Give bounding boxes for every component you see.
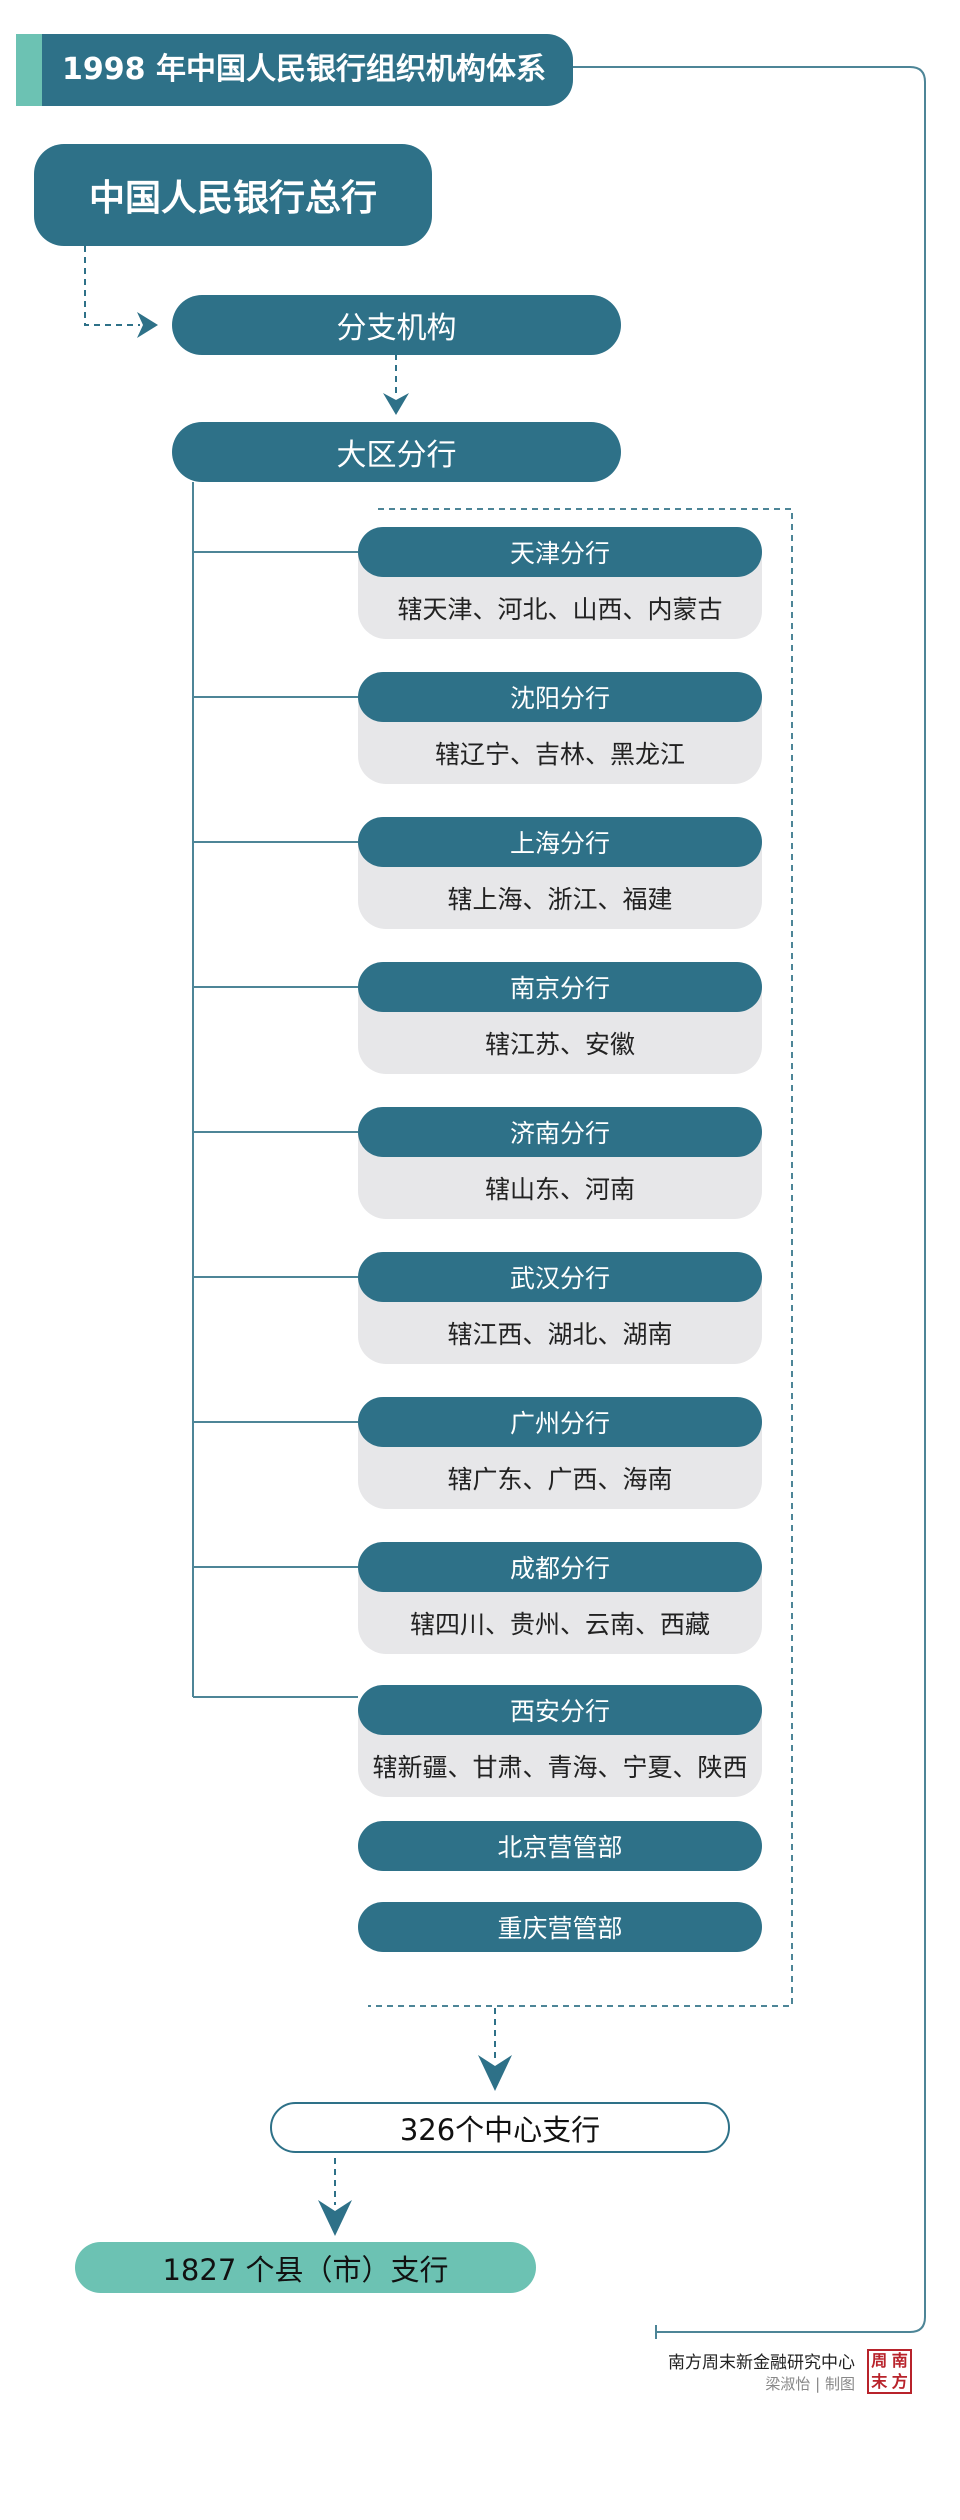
branch-name: 西安分行 bbox=[358, 1685, 762, 1735]
branch-name: 广州分行 bbox=[358, 1397, 762, 1447]
branch-jurisdiction: 辖天津、河北、山西、内蒙古 bbox=[397, 595, 723, 624]
branch-name: 武汉分行 bbox=[358, 1252, 762, 1302]
branch-name: 济南分行 bbox=[358, 1107, 762, 1157]
chongqing-office-node: 重庆营管部 bbox=[358, 1902, 762, 1952]
branch-jurisdiction: 辖江苏、安徽 bbox=[484, 1030, 635, 1059]
branch-card-chengdu: 成都分行 辖四川、贵州、云南、西藏 bbox=[358, 1542, 762, 1654]
branch-name: 沈阳分行 bbox=[358, 672, 762, 722]
page-title: 1998 年中国人民银行组织机构体系 bbox=[62, 52, 546, 87]
seal-char: 末 bbox=[871, 2371, 888, 2391]
branch-jurisdiction: 辖辽宁、吉林、黑龙江 bbox=[434, 740, 685, 769]
branch-jurisdiction: 辖山东、河南 bbox=[484, 1175, 635, 1204]
regional-branches-node: 大区分行 bbox=[172, 422, 621, 482]
branch-card-shenyang: 沈阳分行 辖辽宁、吉林、黑龙江 bbox=[358, 672, 762, 784]
branch-jurisdiction: 辖江西、湖北、湖南 bbox=[447, 1320, 673, 1349]
branch-jurisdiction: 辖新疆、甘肃、青海、宁夏、陕西 bbox=[372, 1753, 748, 1782]
seal-char: 南 bbox=[891, 2351, 908, 2371]
headquarters-node: 中国人民银行总行 bbox=[34, 144, 432, 246]
seal-char: 周 bbox=[871, 2351, 888, 2371]
branch-card-guangzhou: 广州分行 辖广东、广西、海南 bbox=[358, 1397, 762, 1509]
branch-jurisdiction: 辖四川、贵州、云南、西藏 bbox=[409, 1610, 710, 1639]
footer-author: 梁淑怡 | 制图 bbox=[765, 2375, 855, 2393]
title-accent bbox=[16, 34, 42, 106]
branch-name: 天津分行 bbox=[358, 527, 762, 577]
branch-card-nanjing: 南京分行 辖江苏、安徽 bbox=[358, 962, 762, 1074]
center-branches-node: 326个中心支行 bbox=[270, 2102, 730, 2153]
seal-logo: 周 南 末 方 bbox=[867, 2349, 912, 2394]
branch-jurisdiction: 辖上海、浙江、福建 bbox=[447, 885, 673, 914]
branch-name: 成都分行 bbox=[358, 1542, 762, 1592]
seal-char: 方 bbox=[891, 2371, 908, 2391]
beijing-office-node: 北京营管部 bbox=[358, 1821, 762, 1871]
branch-card-tianjin: 天津分行 辖天津、河北、山西、内蒙古 bbox=[358, 527, 762, 639]
county-branches-node: 1827 个县（市）支行 bbox=[75, 2242, 536, 2293]
branch-card-xian: 西安分行 辖新疆、甘肃、青海、宁夏、陕西 bbox=[358, 1685, 762, 1797]
branch-card-shanghai: 上海分行 辖上海、浙江、福建 bbox=[358, 817, 762, 929]
branch-jurisdiction: 辖广东、广西、海南 bbox=[447, 1465, 673, 1494]
branch-card-jinan: 济南分行 辖山东、河南 bbox=[358, 1107, 762, 1219]
footer-organization: 南方周末新金融研究中心 bbox=[668, 2353, 855, 2373]
branch-name: 上海分行 bbox=[358, 817, 762, 867]
branch-institutions-node: 分支机构 bbox=[172, 295, 621, 355]
branch-name: 南京分行 bbox=[358, 962, 762, 1012]
title-bar bbox=[16, 34, 573, 106]
branch-card-wuhan: 武汉分行 辖江西、湖北、湖南 bbox=[358, 1252, 762, 1364]
